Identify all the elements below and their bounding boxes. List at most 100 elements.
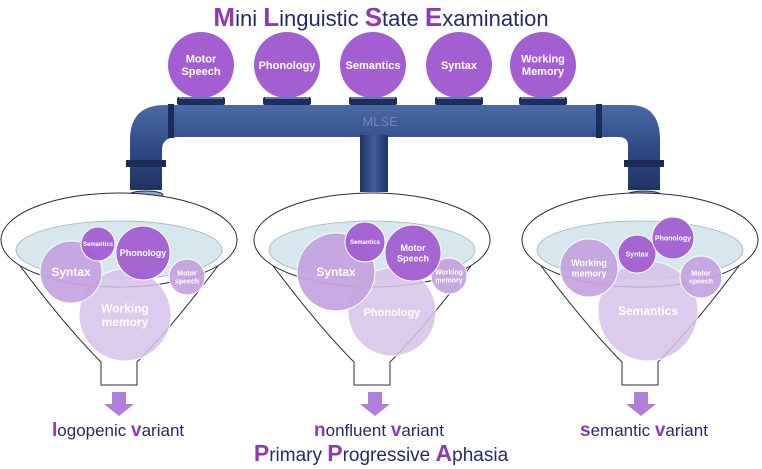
bubble-label: Syntax [626, 251, 649, 258]
input-nozzle-highlight [437, 97, 481, 99]
diagram-subtitle: Primary Progressive Aphasia [0, 440, 762, 467]
input-node-3: Syntax [426, 32, 492, 105]
input-circle [340, 32, 406, 98]
input-nozzle-highlight [179, 97, 223, 99]
input-label: Semantics [345, 60, 400, 72]
variant-0-part-3: ariant [141, 421, 185, 440]
variant-0-part-0: l [52, 420, 58, 441]
bubble-label: Semantics [83, 242, 114, 248]
variant-label-nonfluent: nonfluent variant [314, 420, 444, 442]
bubble-0: Phonology [651, 216, 695, 260]
bubble-0: Semantics [80, 226, 116, 262]
input-label: Phonology [259, 60, 317, 72]
bubble-circle [651, 216, 695, 260]
input-circle [510, 32, 576, 98]
input-nozzle-highlight [351, 97, 395, 99]
variant-2-part-2: v [654, 420, 666, 441]
bubble-label: Semantics [618, 304, 678, 318]
input-node-1: Phonology [254, 32, 320, 105]
title-word-0: ini [235, 6, 264, 31]
input-nozzle-highlight [521, 97, 565, 99]
pipe-center-branch [360, 135, 388, 192]
bubble-label: Phonology [655, 235, 691, 242]
input-circle [426, 32, 492, 98]
bubble-circle [168, 258, 206, 296]
pipe-joint [624, 160, 664, 167]
variant-1-part-3: ariant [401, 421, 444, 440]
title-word-1: inguistic [279, 6, 365, 31]
diagram-title: Mini Linguistic State Examination [0, 2, 762, 33]
variant-1-part-1: onfluent [325, 421, 391, 440]
bubble-circle [115, 225, 171, 281]
bubble-circle [617, 234, 657, 274]
subtitle-word-2: phasia [452, 445, 509, 466]
bubble-label: Phonology [120, 248, 167, 258]
bubble-label: Semantics [350, 240, 381, 246]
variant-0-part-2: v [131, 420, 142, 441]
variant-2-part-1: emantic [590, 421, 655, 440]
input-nozzle-highlight [265, 97, 309, 99]
subtitle-word-1: rogressive [342, 445, 436, 466]
pipe-joint [126, 160, 166, 167]
pipe-joint [168, 104, 174, 138]
variant-1-part-2: v [390, 420, 402, 441]
bubble-label: Phonology [364, 307, 422, 319]
input-circle [254, 32, 320, 98]
title-word-3: xamination [442, 6, 549, 31]
subtitle-cap-0: P [253, 440, 270, 466]
bubble-4: Semantics [597, 260, 699, 362]
bubble-circle [430, 257, 468, 295]
title-cap-3: E [424, 2, 443, 32]
input-label: Syntax [441, 60, 478, 72]
title-cap-0: M [213, 2, 236, 32]
subtitle-cap-2: A [435, 440, 453, 466]
subtitle-cap-1: P [327, 440, 343, 466]
bubble-label: Syntax [316, 265, 356, 279]
bubble-circle [679, 255, 723, 299]
variant-label-logopenic: logopenic variant [52, 420, 184, 442]
output-arrow [626, 392, 656, 416]
pipe-label: MLSE [362, 114, 398, 129]
bubble-circle [559, 238, 619, 298]
mlse-pipe [130, 105, 660, 190]
bubble-label: Syntax [51, 265, 91, 279]
bubble-0: Semantics [344, 221, 386, 263]
output-arrow [360, 392, 390, 416]
bubble-circle [80, 226, 116, 262]
title-cap-1: L [263, 2, 280, 32]
bubble-1: Phonology [115, 225, 171, 281]
bubble-1: Syntax [617, 234, 657, 274]
pipe-joint [596, 104, 602, 138]
variant-label-semantic: semantic variant [580, 420, 708, 442]
subtitle-word-0: rimary [269, 445, 328, 466]
bubble-circle [344, 221, 386, 263]
variant-2-part-0: s [580, 420, 591, 441]
output-arrow [104, 392, 134, 416]
variant-0-part-1: ogopenic [57, 421, 132, 440]
input-node-2: Semantics [340, 32, 406, 105]
input-circle [168, 32, 234, 98]
title-cap-2: S [364, 2, 383, 32]
variant-1-part-0: n [314, 420, 326, 441]
bubble-circle [384, 224, 442, 282]
